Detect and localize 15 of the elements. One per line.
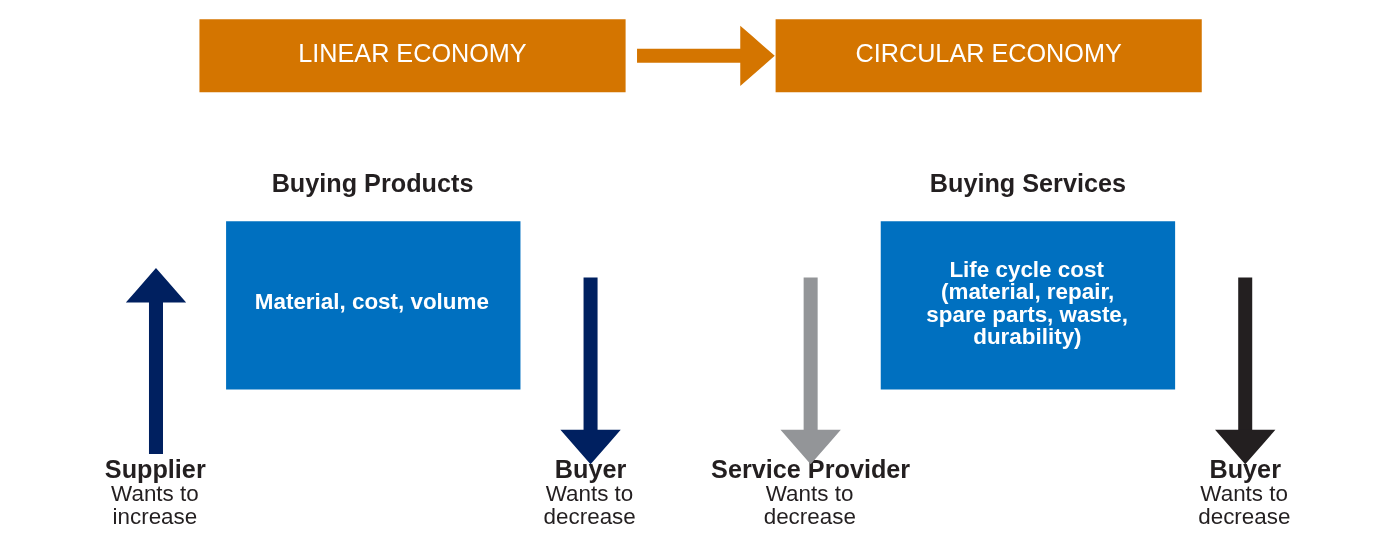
node-box: Life cycle cost (material, repair, spare parts, waste, durability) [880, 221, 1176, 390]
node-text: Supplier Wants to increase [104, 455, 206, 529]
node-box: CIRCULAR ECONOMY [775, 19, 1202, 93]
arrow [637, 25, 775, 86]
node-text: Service Provider Wants to decrease [711, 455, 911, 529]
arrow [125, 268, 187, 454]
arrow [1215, 277, 1276, 465]
arrow [780, 277, 841, 465]
node-label: Buying Products [271, 169, 474, 198]
arrow [560, 277, 621, 465]
node-label: Buying Services [929, 169, 1127, 198]
node-box: Material, cost, volume [226, 221, 521, 390]
node-text: Buyer Wants to decrease [543, 455, 636, 529]
node-box: LINEAR ECONOMY [199, 19, 626, 93]
node-text: Buyer Wants to decrease [1198, 455, 1291, 529]
